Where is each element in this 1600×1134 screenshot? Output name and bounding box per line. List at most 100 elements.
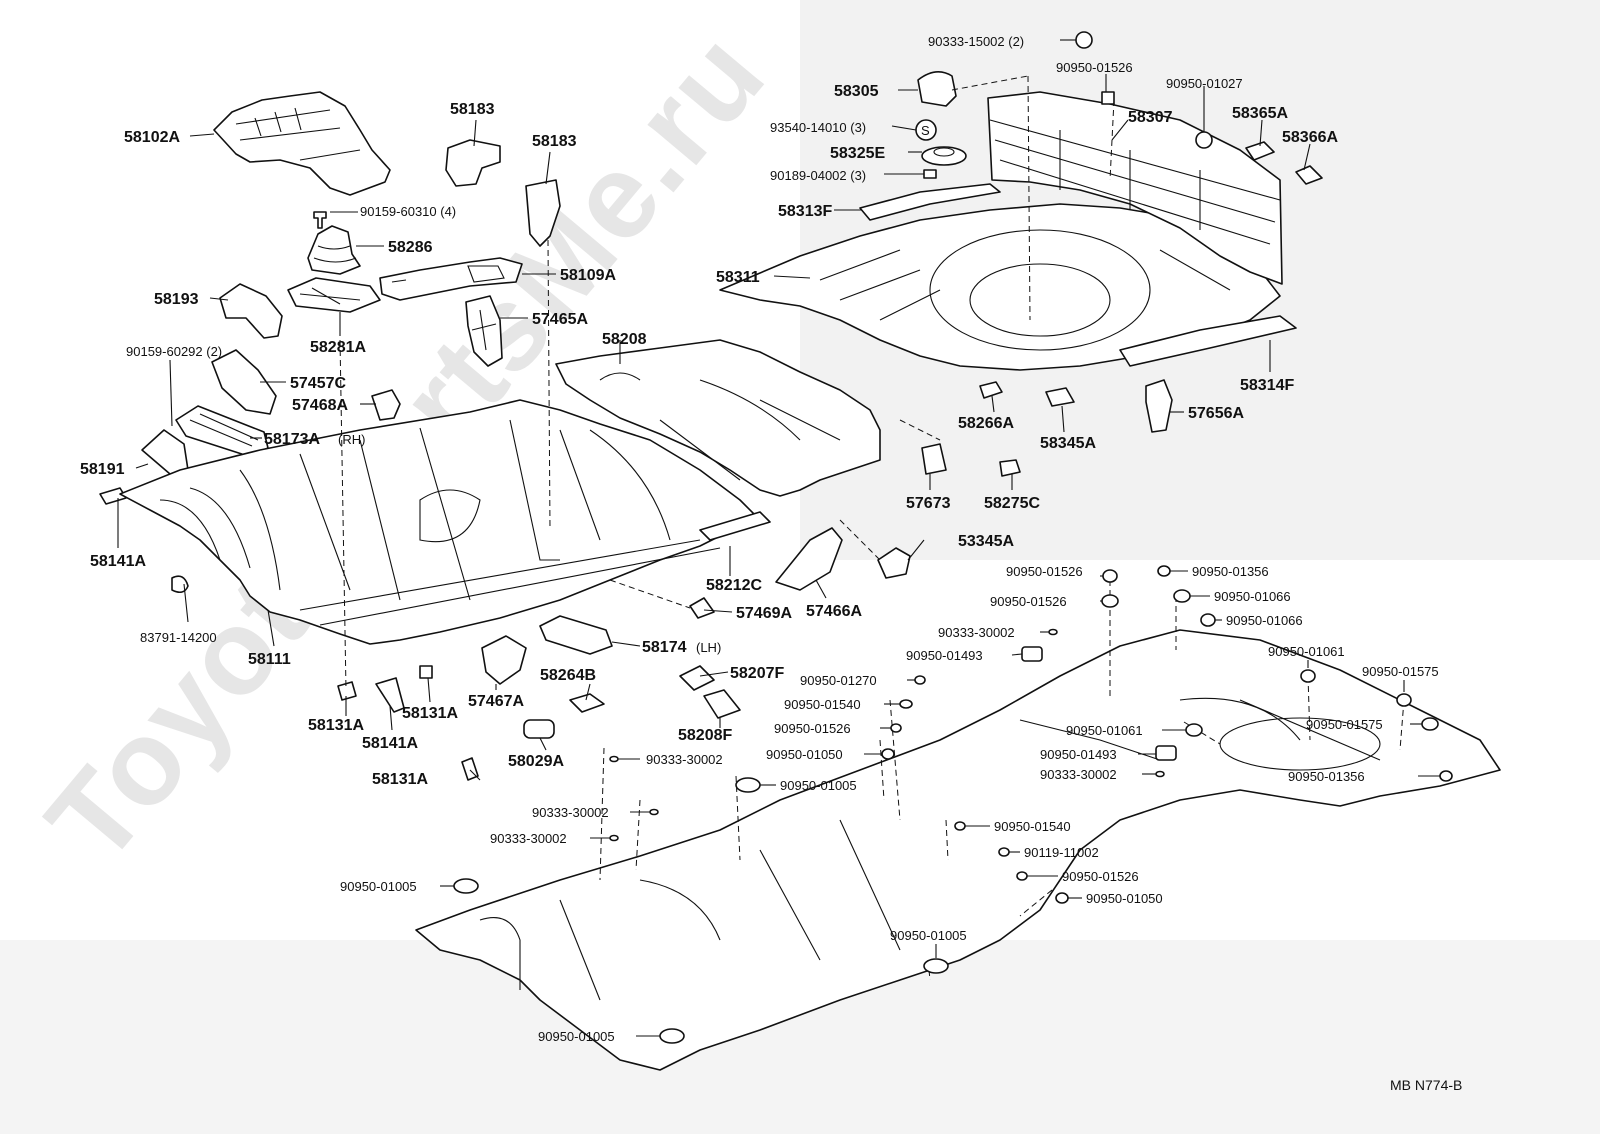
label-90950-01005-p28: 90950-01005 — [890, 928, 967, 943]
label-58173a: 58173A — [264, 431, 320, 448]
part-58109a-shape — [379, 257, 523, 301]
part-83791-14200-shape — [171, 575, 189, 594]
label-57466a: 57466A — [806, 603, 862, 620]
part-57457c-shape — [211, 349, 277, 415]
part-58208f-shape — [703, 689, 741, 719]
plug-p16-marker — [1155, 745, 1177, 761]
part-58365a-shape — [1245, 141, 1275, 161]
label-90950-01356-p2: 90950-01356 — [1192, 564, 1269, 579]
label-58325e: 58325E — [830, 145, 885, 162]
plug-p18-marker — [1439, 770, 1453, 782]
plug-p8-marker — [1300, 669, 1316, 683]
label-90950-01575-p9: 90950-01575 — [1362, 664, 1439, 679]
part-58264b-shape — [569, 693, 605, 713]
label-58174: 58174 — [642, 639, 687, 656]
label-58207f: 58207F — [730, 665, 784, 682]
part-58183b-shape — [525, 179, 561, 247]
plug-p20-marker — [735, 777, 761, 793]
label-90159-60292: 90159-60292 (2) — [126, 344, 222, 359]
label-90333-30002-p17: 90333-30002 — [1040, 767, 1117, 782]
label-58305: 58305 — [834, 83, 879, 100]
part-58275c-shape — [999, 459, 1021, 477]
part-90950-01526-top-shape — [1101, 91, 1115, 105]
leader-lines — [117, 39, 1440, 1037]
assembly-dashed-lines — [339, 75, 1405, 981]
label-58131a-a: 58131A — [308, 717, 364, 734]
label-90950-01061-p8: 90950-01061 — [1268, 644, 1345, 659]
label-90950-01526-p25: 90950-01526 — [1062, 869, 1139, 884]
label-58345a: 58345A — [1040, 435, 1096, 452]
label-90950-01356-p18: 90950-01356 — [1288, 769, 1365, 784]
label-58286: 58286 — [388, 239, 433, 256]
plug-p24-marker — [998, 847, 1010, 857]
label-58307: 58307 — [1128, 109, 1173, 126]
label-53345a: 53345A — [958, 533, 1014, 550]
plug-p29-marker — [659, 1028, 685, 1044]
part-58131a-a-shape — [337, 681, 357, 701]
part-53345a-shape — [877, 547, 911, 579]
part-shapes: S — [99, 31, 1501, 1071]
label-58109a: 58109A — [560, 267, 616, 284]
label-58311: 58311 — [716, 269, 760, 286]
label-93540-14010: 93540-14010 (3) — [770, 120, 866, 135]
part-57466a-shape — [775, 527, 843, 591]
label-58183-b: 58183 — [532, 133, 577, 150]
label-90950-01027: 90950-01027 — [1166, 76, 1243, 91]
part-58314f-shape — [1119, 315, 1297, 367]
label-90333-30002-p19: 90333-30002 — [646, 752, 723, 767]
label-58365a: 58365A — [1232, 105, 1288, 122]
plug-p27-marker — [1055, 892, 1069, 904]
label-57467a: 57467A — [468, 693, 524, 710]
plug-p19-marker — [609, 755, 619, 763]
part-58266a-shape — [979, 381, 1003, 399]
label-58141a-a: 58141A — [90, 553, 146, 570]
label-58366a: 58366A — [1282, 129, 1338, 146]
plug-p23-marker — [954, 821, 966, 831]
part-58173a-shape — [175, 405, 269, 457]
label-57673: 57673 — [906, 495, 951, 512]
label-57457c: 57457C — [290, 375, 346, 392]
label-90333-30002-p22: 90333-30002 — [490, 831, 567, 846]
part-58345a-shape — [1045, 387, 1075, 407]
part-90159-60310-shape — [313, 211, 327, 229]
label-57656a: 57656A — [1188, 405, 1244, 422]
label-58111: 58111 — [248, 651, 291, 668]
part-57673-shape — [921, 443, 947, 475]
label-90950-01005-p20: 90950-01005 — [780, 778, 857, 793]
label-58183-a: 58183 — [450, 101, 495, 118]
label-58029a: 58029A — [508, 753, 564, 770]
s-marker: S — [921, 123, 930, 138]
label-58212c: 58212C — [706, 577, 762, 594]
label-83791-14200: 83791-14200 — [140, 630, 217, 645]
label-90333-15002: 90333-15002 (2) — [928, 34, 1024, 49]
label-90950-01526-p12: 90950-01526 — [774, 721, 851, 736]
label-58191: 58191 — [80, 461, 125, 478]
label-58266a: 58266A — [958, 415, 1014, 432]
part-58191-shape — [141, 429, 189, 475]
part-58131a-c-shape — [461, 757, 479, 781]
label-57469a: 57469A — [736, 605, 792, 622]
plug-p28-marker — [923, 958, 949, 974]
label-90950-01270-p10: 90950-01270 — [800, 673, 877, 688]
part-labels: 58102A 58183 58183 90159-60310 (4) 58286… — [80, 34, 1462, 1093]
plug-p9-marker — [1396, 693, 1412, 707]
part-58366a-shape — [1295, 165, 1323, 185]
label-58314f: 58314F — [1240, 377, 1294, 394]
plug-p17-marker — [1155, 770, 1165, 778]
label-58275c: 58275C — [984, 495, 1040, 512]
plug-p26-marker — [453, 878, 479, 894]
plug-p10-marker — [914, 675, 926, 685]
label-90950-01005-p26: 90950-01005 — [340, 879, 417, 894]
label-90950-01050-p27: 90950-01050 — [1086, 891, 1163, 906]
label-58208: 58208 — [602, 331, 647, 348]
label-90950-01493-p7: 90950-01493 — [906, 648, 983, 663]
plug-p2-marker — [1157, 565, 1171, 577]
part-58286-shape — [307, 225, 361, 275]
plug-p1-marker — [1102, 569, 1118, 583]
diagram-code-label: MB N774-B — [1390, 1077, 1462, 1093]
plug-p13-marker — [1185, 723, 1203, 737]
plug-p12-marker — [890, 723, 902, 733]
plug-p22-marker — [609, 834, 619, 842]
part-57465a-shape — [465, 295, 503, 367]
label-90950-01066-p5: 90950-01066 — [1226, 613, 1303, 628]
